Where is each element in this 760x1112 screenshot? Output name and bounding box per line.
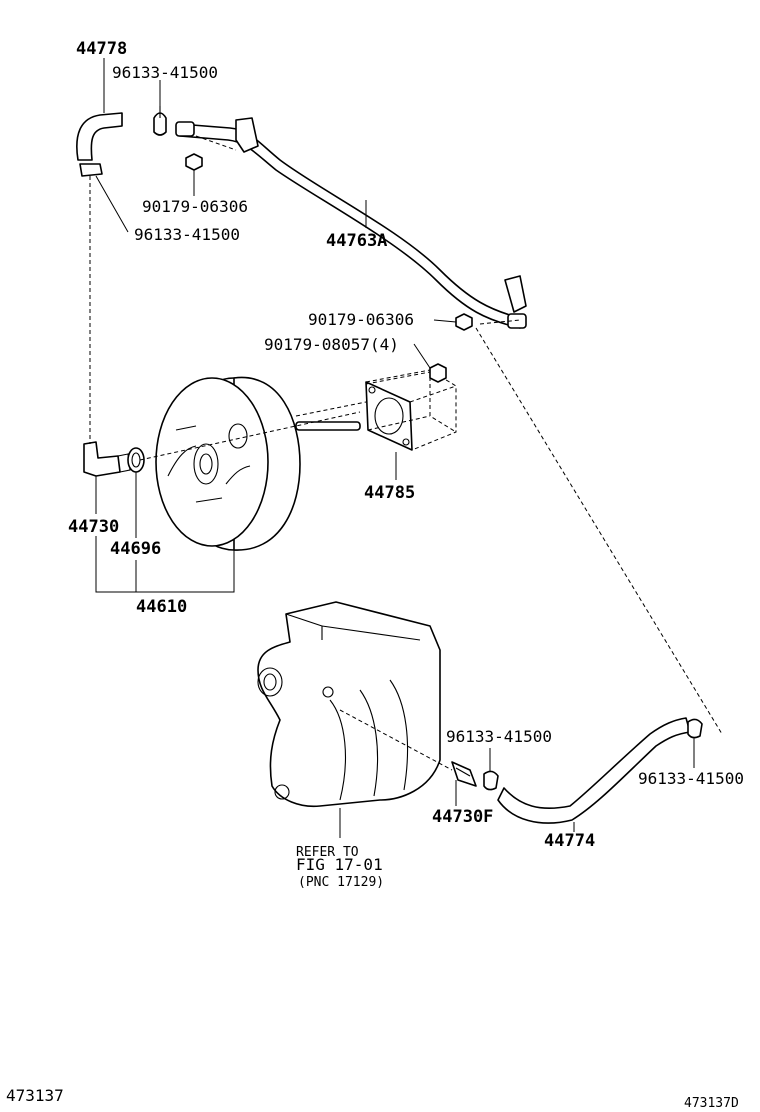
- hose-44778[interactable]: [76, 112, 123, 161]
- union-44730F[interactable]: [451, 761, 477, 787]
- nut-90179-b[interactable]: [455, 313, 473, 331]
- label-90179-08057: 90179-08057(4): [264, 335, 399, 354]
- label-96133-right: 96133-41500: [638, 769, 744, 788]
- label-44774: 44774: [544, 831, 595, 851]
- label-44778: 44778: [76, 39, 127, 59]
- label-96133-top: 96133-41500: [112, 63, 218, 82]
- label-44730F: 44730F: [432, 807, 493, 827]
- label-44730: 44730: [68, 517, 119, 537]
- booster-44610[interactable]: [155, 376, 361, 551]
- refer-line-1: REFER TO: [296, 845, 359, 860]
- pipe-44763A[interactable]: [175, 117, 527, 329]
- clamp-96133-mid[interactable]: [483, 770, 499, 791]
- refer-line-2: FIG 17-01: [296, 855, 383, 874]
- nut-90179-a[interactable]: [185, 153, 203, 171]
- leader-lines: [95, 58, 695, 838]
- label-44785: 44785: [364, 483, 415, 503]
- label-44763A: 44763A: [326, 231, 387, 251]
- label-44610: 44610: [136, 597, 187, 617]
- refer-line-3: (PNC 17129): [298, 875, 384, 890]
- label-96133-mid: 96133-41500: [446, 727, 552, 746]
- routing-lines: [89, 135, 723, 771]
- clamp-96133-left[interactable]: [79, 163, 103, 177]
- footer-id-left: 473137: [6, 1086, 64, 1105]
- label-90179-a: 90179-06306: [142, 197, 248, 216]
- check-valve-44730[interactable]: [83, 441, 131, 477]
- footer-id-right: 473137D: [684, 1096, 739, 1111]
- label-44696: 44696: [110, 539, 161, 559]
- label-96133-left: 96133-41500: [134, 225, 240, 244]
- intake-manifold: [257, 601, 441, 808]
- projection-box: [365, 369, 457, 451]
- label-90179-b: 90179-06306: [308, 310, 414, 329]
- clamp-96133-right[interactable]: [687, 718, 703, 739]
- nut-90179-08057[interactable]: [429, 363, 447, 383]
- clamp-96133-top[interactable]: [153, 106, 167, 136]
- gasket-44785[interactable]: [365, 381, 413, 451]
